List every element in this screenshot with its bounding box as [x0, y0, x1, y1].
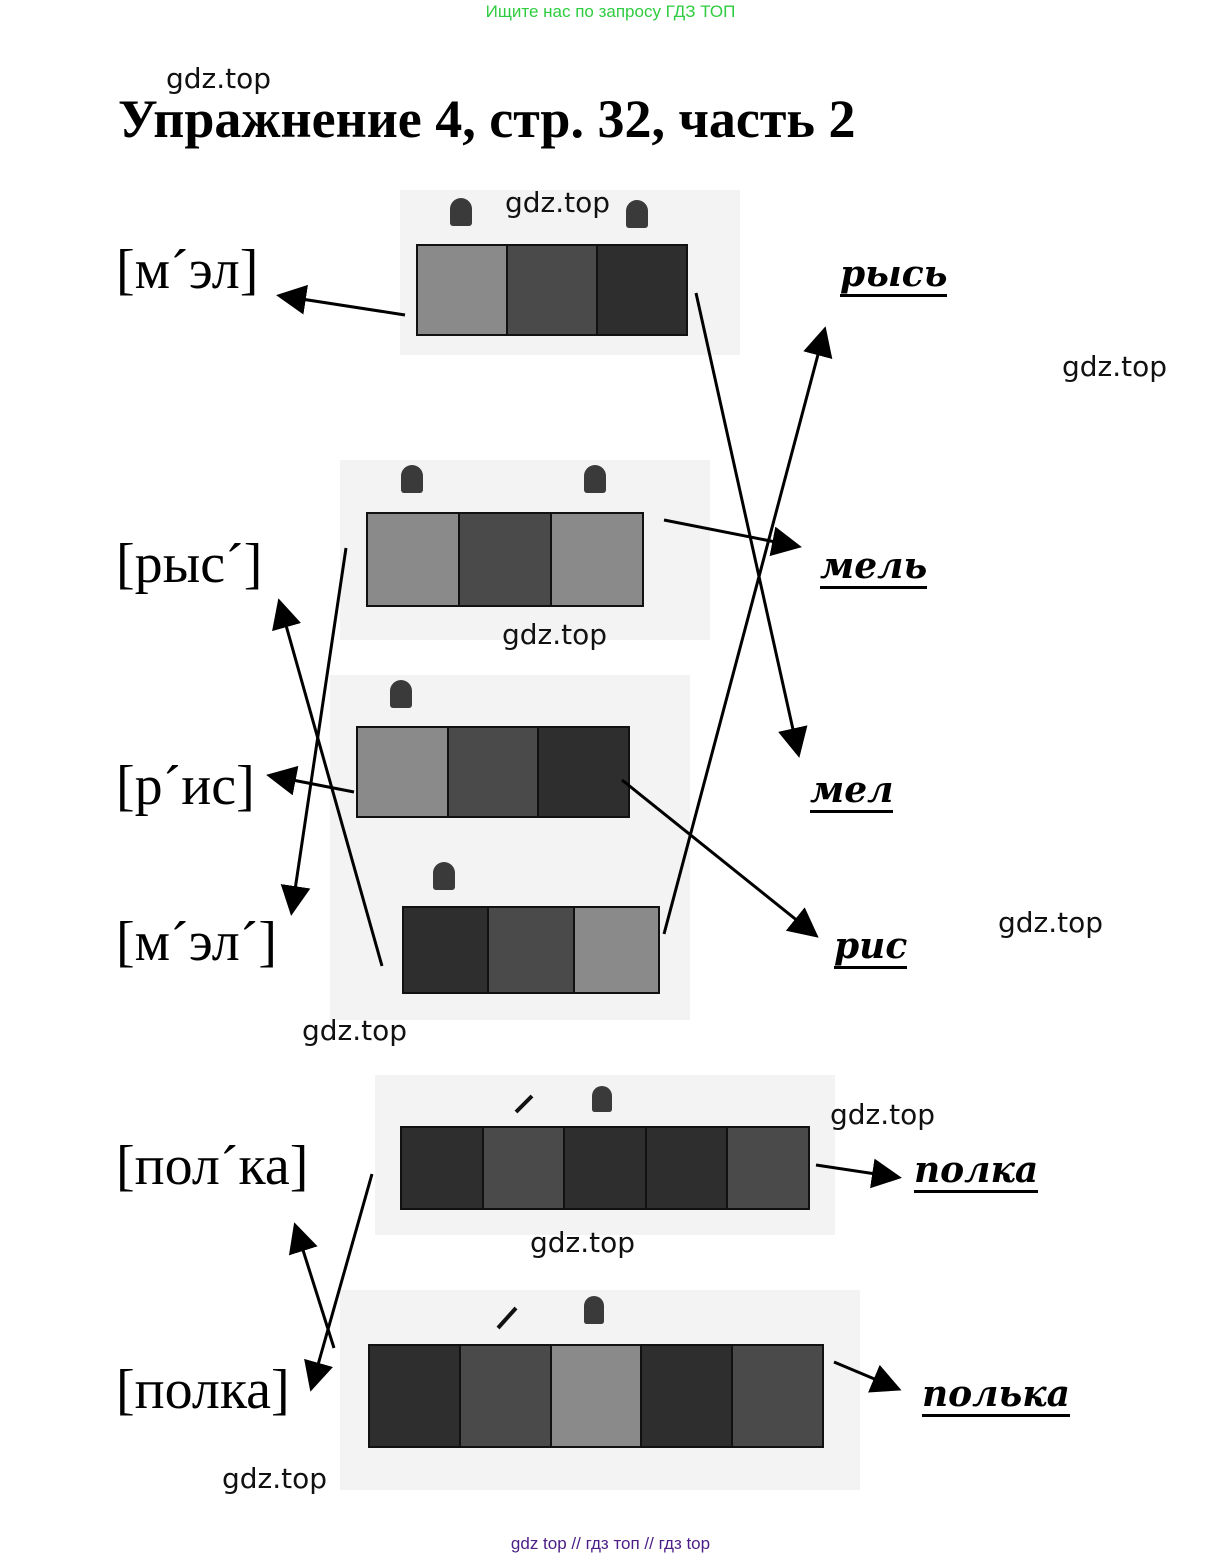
sound-cell	[551, 1346, 643, 1446]
secondary-stress-mark	[514, 1094, 534, 1114]
stress-mark-icon	[433, 862, 455, 890]
word: полька	[922, 1373, 1070, 1417]
stress-mark-icon	[584, 465, 606, 493]
word: полка	[914, 1149, 1039, 1193]
arrow	[663, 518, 802, 557]
stress-mark-icon	[401, 465, 423, 493]
word: мель	[820, 545, 928, 589]
sound-scheme-5	[400, 1126, 810, 1210]
sound-cell	[539, 728, 629, 816]
arrow	[694, 292, 808, 758]
sound-cell	[368, 514, 460, 605]
watermark: gdz.top	[302, 1014, 408, 1047]
watermark: gdz.top	[998, 906, 1104, 939]
secondary-stress-mark	[496, 1306, 518, 1330]
watermark: gdz.top	[166, 62, 272, 95]
transcription: [полка]	[116, 1359, 290, 1421]
sound-cell	[358, 728, 449, 816]
arrow	[266, 765, 355, 796]
arrow	[288, 1222, 336, 1349]
word: рысь	[840, 253, 948, 297]
sound-cell	[565, 1128, 647, 1208]
stress-mark-icon	[626, 200, 648, 228]
arrow	[272, 598, 384, 967]
arrow	[815, 1158, 902, 1189]
transcription: [м´эл]	[116, 239, 259, 301]
sound-cell	[642, 1346, 734, 1446]
sound-cell	[370, 1346, 461, 1446]
stress-mark-icon	[390, 680, 412, 708]
word: рис	[834, 925, 908, 969]
transcription: [пол´ка]	[116, 1135, 309, 1197]
page-title: Упражнение 4, стр. 32, часть 2	[118, 89, 856, 149]
sound-cell	[574, 908, 658, 992]
arrow	[621, 778, 819, 938]
stress-mark-icon	[450, 198, 472, 226]
sound-scheme-3	[356, 726, 630, 818]
footer-links: gdz top // гдз топ // гдз top	[510, 1534, 711, 1553]
watermark: gdz.top	[502, 618, 608, 651]
sound-cell	[646, 1128, 729, 1208]
sound-cell	[448, 728, 540, 816]
sound-cell	[460, 514, 552, 605]
transcription: [м´эл´]	[116, 911, 277, 973]
sound-scheme-4	[402, 906, 660, 994]
sound-scheme-6	[368, 1344, 824, 1448]
sound-cell	[728, 1128, 808, 1208]
arrow	[304, 1173, 374, 1392]
sound-cell	[460, 1346, 552, 1446]
sound-cell	[598, 246, 686, 334]
stress-mark-icon	[592, 1086, 612, 1112]
sound-cell	[508, 246, 598, 334]
sound-cell	[402, 1128, 484, 1208]
arrow	[662, 326, 833, 935]
sound-cell	[418, 246, 508, 334]
sound-cell	[483, 1128, 566, 1208]
arrow	[833, 1360, 902, 1393]
stress-mark-icon	[584, 1296, 604, 1324]
sound-cell	[404, 908, 490, 992]
search-hint: Ищите нас по запросу ГДЗ ТОП	[485, 2, 736, 21]
watermark: gdz.top	[1062, 350, 1168, 383]
sound-cell	[733, 1346, 822, 1446]
sound-cell	[489, 908, 575, 992]
watermark: gdz.top	[505, 186, 611, 219]
transcription: [р´ис]	[116, 755, 255, 817]
sound-scheme-1	[416, 244, 688, 336]
arrow	[276, 284, 406, 317]
sound-scheme-2	[366, 512, 644, 607]
watermark: gdz.top	[530, 1226, 636, 1259]
watermark: gdz.top	[222, 1462, 328, 1495]
sound-cell	[552, 514, 642, 605]
word: мел	[810, 769, 894, 813]
watermark: gdz.top	[830, 1098, 936, 1131]
transcription: [рыс´]	[116, 533, 263, 595]
arrow	[280, 547, 348, 916]
